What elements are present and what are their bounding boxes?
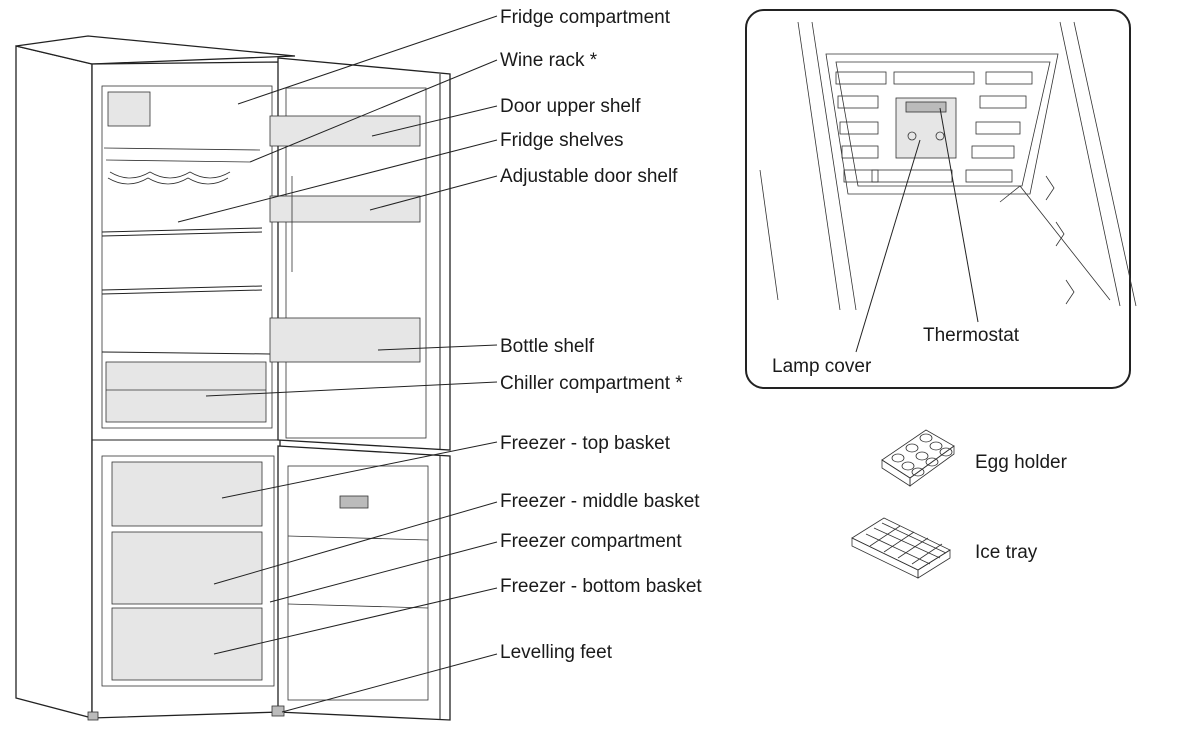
label-fridge-shelves: Fridge shelves xyxy=(500,130,624,151)
label-lamp-cover: Lamp cover xyxy=(772,356,872,377)
label-door-upper-shelf: Door upper shelf xyxy=(500,96,641,117)
part-labels: Fridge compartment Wine rack * Door uppe… xyxy=(500,7,702,663)
inset-panel: Thermostat Lamp cover xyxy=(745,9,1137,389)
egg-holder-icon xyxy=(881,429,955,487)
leader-lines xyxy=(177,15,498,713)
label-egg-holder: Egg holder xyxy=(975,452,1068,473)
label-adjustable-door-shelf: Adjustable door shelf xyxy=(500,166,678,187)
control-panel-icon xyxy=(339,495,369,509)
label-thermostat: Thermostat xyxy=(923,325,1020,346)
fridge-illustration xyxy=(15,35,451,721)
label-freezer-bottom-basket: Freezer - bottom basket xyxy=(500,576,702,597)
label-chiller-compartment: Chiller compartment * xyxy=(500,373,683,394)
label-freezer-compartment: Freezer compartment xyxy=(500,531,682,552)
label-ice-tray: Ice tray xyxy=(975,542,1038,563)
label-freezer-middle-basket: Freezer - middle basket xyxy=(500,491,700,512)
label-wine-rack: Wine rack * xyxy=(500,50,598,71)
label-levelling-feet: Levelling feet xyxy=(500,642,613,663)
ice-tray-icon xyxy=(851,517,951,579)
label-fridge-compartment: Fridge compartment xyxy=(500,7,671,28)
label-bottle-shelf: Bottle shelf xyxy=(500,336,595,357)
label-freezer-top-basket: Freezer - top basket xyxy=(500,433,671,454)
